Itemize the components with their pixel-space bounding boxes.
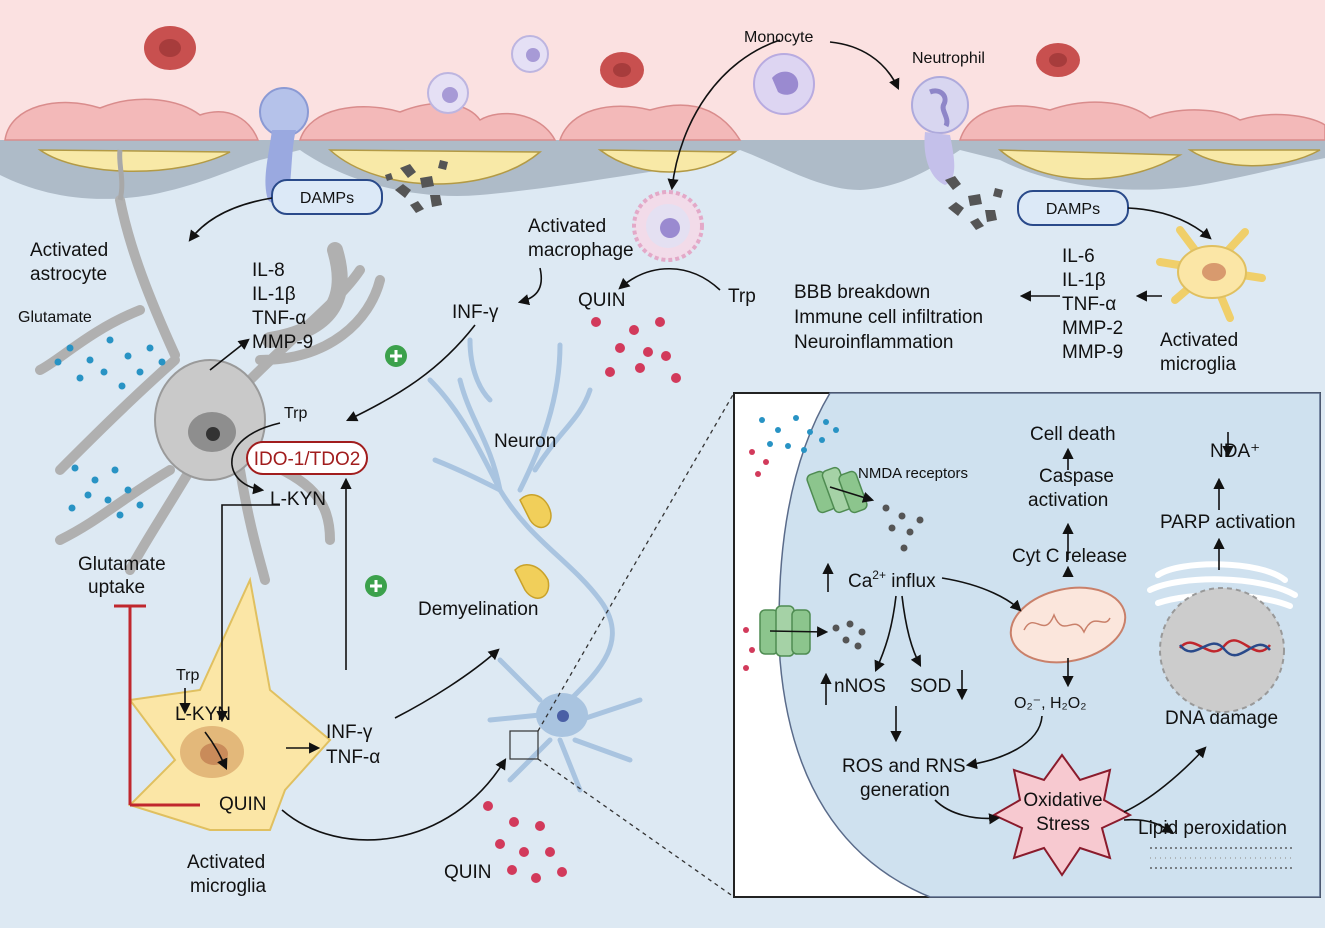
red-blood-cell — [144, 26, 196, 70]
o2-h2o2-label: O₂⁻, H₂O₂ — [1014, 695, 1086, 712]
quin-micro-label: QUIN — [219, 794, 267, 815]
activated-macrophage-label-2: macrophage — [528, 240, 634, 261]
glutamate-dots-bottom — [68, 464, 144, 519]
neutrophil-label: Neutrophil — [912, 50, 985, 67]
immune-infiltration-label: Immune cell infiltration — [794, 307, 983, 328]
activated-microglia-right-label-2: microglia — [1160, 354, 1236, 375]
neuroinflammation-label: Neuroinflammation — [794, 332, 953, 353]
activated-astrocyte — [35, 149, 385, 585]
trp-label: Trp — [728, 286, 756, 307]
glutamate-uptake-label-1: Glutamate — [78, 554, 166, 575]
damps-badge-right: DAMPs — [1017, 190, 1129, 226]
quin-label: QUIN — [578, 290, 626, 311]
astro-cytokine-il1b: IL-1β — [252, 284, 296, 305]
caspase-label-1: Caspase — [1039, 466, 1114, 487]
calcium-dots — [832, 504, 924, 650]
ca-influx-label: Ca2+ influx — [848, 568, 936, 592]
neuron — [427, 337, 643, 793]
lkyn-astro-label: L-KYN — [270, 489, 326, 510]
damps-particles-right — [945, 176, 1003, 230]
ido-tdo-label: IDO-1/TDO2 — [254, 449, 361, 470]
monocyte-cell — [753, 53, 815, 115]
activated-microglia-right-label-1: Activated — [1160, 330, 1238, 351]
immune-cell — [427, 72, 469, 114]
zoom-lines — [537, 392, 735, 898]
sod-label: SOD — [910, 676, 951, 697]
inhibition-line — [114, 604, 200, 807]
ros-rns-label-1: ROS and RNS — [842, 756, 966, 777]
neutrophil-cell — [911, 76, 969, 185]
monocyte-label: Monocyte — [744, 29, 813, 46]
ros-rns-label-2: generation — [860, 780, 950, 801]
oxidative-label-1: Oxidative — [1023, 790, 1102, 811]
tnf-alpha-micro-label: TNF-α — [326, 747, 380, 768]
damps-label: DAMPs — [1046, 201, 1100, 218]
neuron-label: Neuron — [494, 431, 556, 452]
oxidative-label-2: Stress — [1036, 814, 1090, 835]
red-blood-cell — [600, 52, 644, 88]
activated-astrocyte-label-2: astrocyte — [30, 264, 107, 285]
damps-label: DAMPs — [300, 190, 354, 207]
micro-cytokine-mmp9: MMP-9 — [1062, 342, 1123, 363]
lipid-bilayer — [1150, 847, 1295, 869]
micro-cytokine-tnfa: TNF-α — [1062, 294, 1116, 315]
neuron-soma — [536, 693, 588, 737]
quin-dots-top — [591, 317, 681, 383]
caspase-label-2: activation — [1028, 490, 1108, 511]
nmda-receptors-label: NMDA receptors — [858, 465, 968, 482]
parp-label: PARP activation — [1160, 512, 1296, 533]
red-blood-cell — [1036, 43, 1080, 77]
bbb-breakdown-label: BBB breakdown — [794, 282, 930, 303]
activated-microglia-left-label-2: microglia — [190, 876, 266, 897]
endothelial-cells — [4, 98, 1325, 141]
glutamate-dots-top — [54, 336, 166, 390]
inset-glutamate-dots — [743, 415, 839, 671]
lipid-peroxidation-label: Lipid peroxidation — [1138, 818, 1287, 839]
activated-macrophage-label-1: Activated — [528, 216, 606, 237]
demyelination-label: Demyelination — [418, 599, 538, 620]
glutamate-uptake-label-2: uptake — [88, 577, 145, 598]
plus-sign-top — [385, 345, 407, 367]
astro-cytokine-mmp9: MMP-9 — [252, 332, 313, 353]
trp-micro-label: Trp — [176, 667, 200, 684]
micro-cytokine-il1b: IL-1β — [1062, 270, 1106, 291]
quin-dots-bottom — [483, 801, 567, 883]
nda-label: NDA⁺ — [1210, 441, 1260, 462]
glutamate-label: Glutamate — [18, 309, 92, 326]
activated-macrophage-cell — [632, 190, 704, 262]
inset-arrows — [769, 432, 1234, 834]
damps-particles-left — [385, 160, 448, 213]
activated-astrocyte-label-1: Activated — [30, 240, 108, 261]
activated-microglia-right — [1156, 226, 1266, 322]
nnos-label: nNOS — [834, 676, 886, 697]
zoom-box — [509, 730, 539, 760]
damps-badge-left: DAMPs — [271, 179, 383, 215]
cyt-c-label: Cyt C release — [1012, 546, 1127, 567]
quin-bottom-label: QUIN — [444, 862, 492, 883]
astro-cytokine-il8: IL-8 — [252, 260, 285, 281]
activated-microglia-left-label-1: Activated — [187, 852, 265, 873]
nucleus — [1147, 561, 1298, 713]
astro-cytokine-tnfa: TNF-α — [252, 308, 306, 329]
inf-gamma-micro-label: INF-γ — [326, 722, 373, 743]
plus-sign-bottom — [365, 575, 387, 597]
cell-death-label: Cell death — [1030, 424, 1116, 445]
arrows — [179, 39, 1212, 841]
micro-cytokine-il6: IL-6 — [1062, 246, 1095, 267]
inf-gamma-label: INF-γ — [452, 302, 499, 323]
astrocyte-endfeet — [37, 149, 1321, 185]
dna-damage-label: DNA damage — [1165, 708, 1278, 729]
mitochondrion — [1009, 586, 1127, 664]
ido-tdo-box — [246, 441, 368, 475]
immune-cell — [511, 35, 549, 73]
myelin — [514, 494, 552, 599]
micro-cytokine-mmp2: MMP-2 — [1062, 318, 1123, 339]
oxidative-stress-star — [991, 753, 1133, 877]
trp-astro-label: Trp — [284, 405, 308, 422]
